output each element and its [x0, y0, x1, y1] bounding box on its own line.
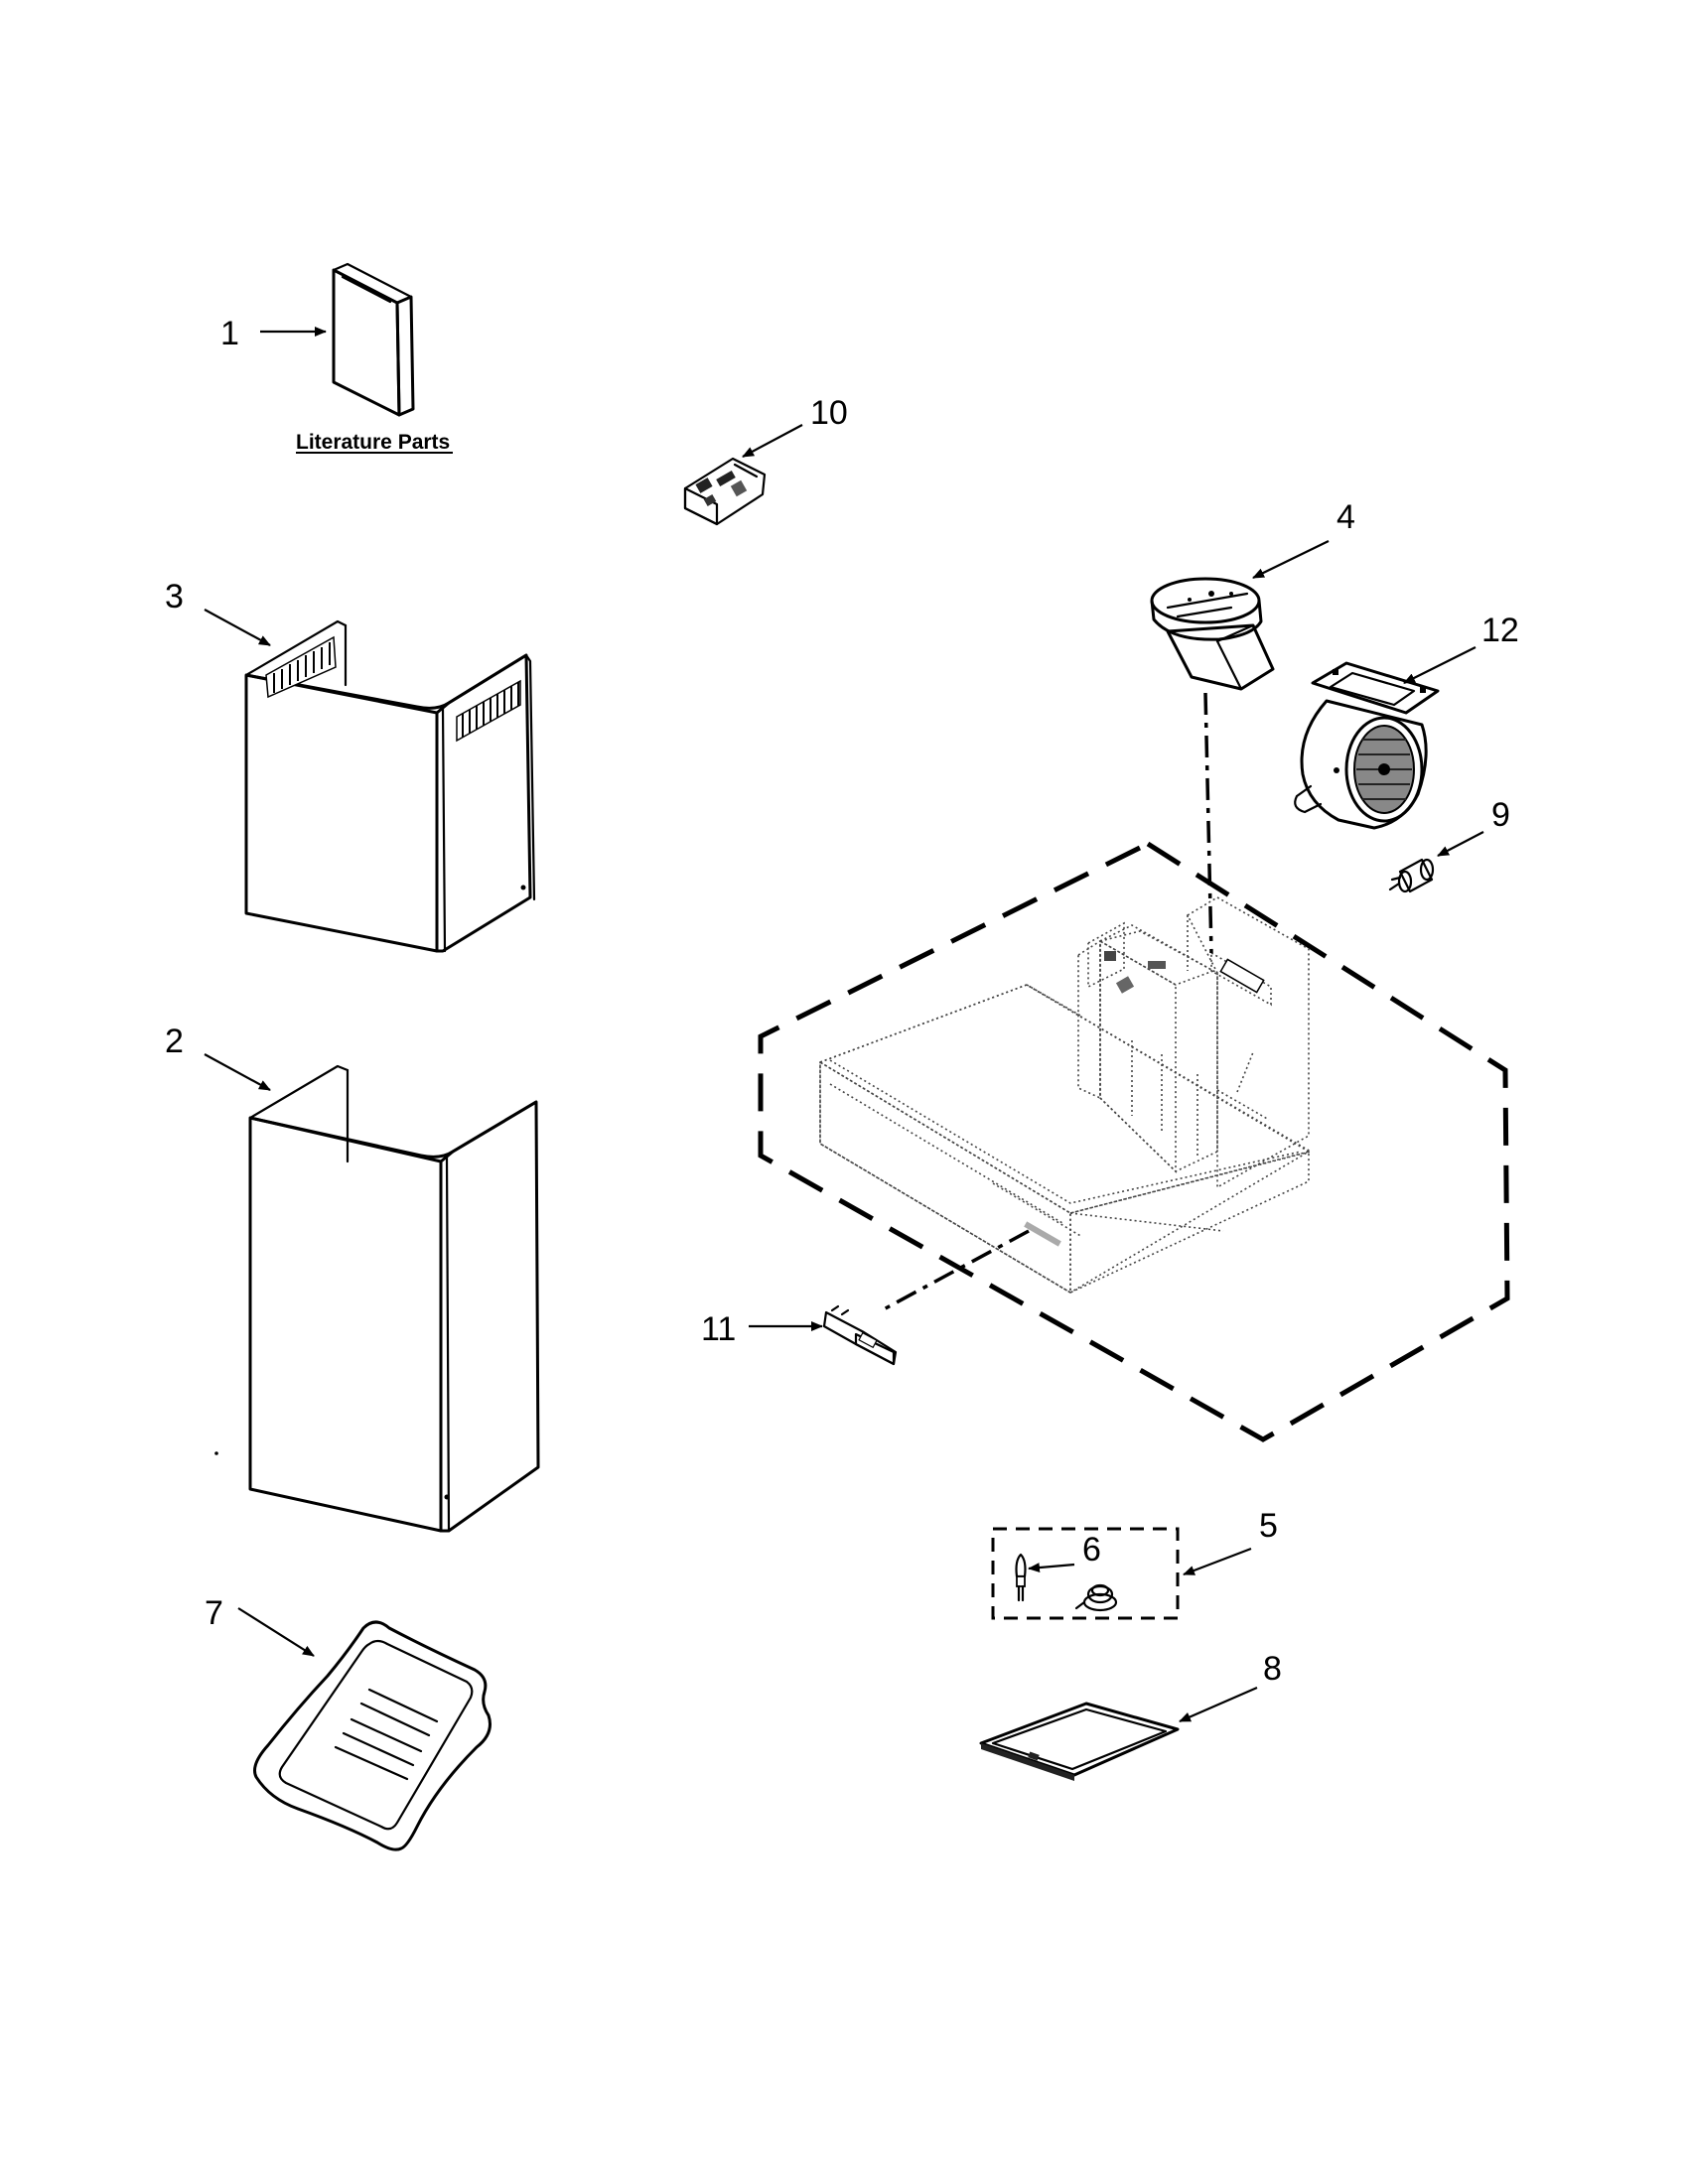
- leader-2: [204, 1053, 271, 1091]
- part-5-light-kit[interactable]: [991, 1527, 1180, 1620]
- connector-4-to-hood: [1203, 692, 1213, 954]
- callout-4: 4: [1336, 498, 1355, 536]
- leader-9: [1437, 831, 1484, 857]
- svg-text:Literature Parts: Literature Parts: [296, 431, 450, 454]
- hood-canopy: [818, 984, 1314, 1295]
- callout-8: 8: [1263, 1650, 1282, 1688]
- part-9-capacitor[interactable]: [1388, 858, 1435, 893]
- part-7-instruction-sheet[interactable]: [253, 1620, 492, 1851]
- part-1-literature-book[interactable]: [332, 262, 415, 417]
- callout-11: 11: [701, 1310, 736, 1348]
- part-4-damper[interactable]: [1150, 577, 1275, 691]
- part-2-lower-chimney[interactable]: [214, 1064, 540, 1533]
- leader-6: [1028, 1563, 1075, 1573]
- callout-10: 10: [810, 394, 848, 432]
- callout-12: 12: [1481, 612, 1519, 649]
- part-3-upper-chimney[interactable]: [244, 619, 536, 953]
- leader-3: [204, 609, 271, 646]
- vent-grille-side: [456, 679, 521, 743]
- callout-9: 9: [1491, 796, 1510, 834]
- part-6-halogen-bulb[interactable]: [1015, 1553, 1027, 1602]
- part-10-control-board[interactable]: [683, 457, 767, 526]
- vent-grille-back: [265, 635, 337, 699]
- leader-4: [1252, 540, 1330, 579]
- leader-5: [1183, 1547, 1252, 1576]
- connector-11-to-hood: [881, 1229, 1030, 1312]
- leader-7: [237, 1607, 315, 1657]
- callout-7: 7: [205, 1594, 223, 1632]
- main-hood-assembly[interactable]: [758, 841, 1510, 1442]
- callout-5: 5: [1259, 1507, 1278, 1545]
- leader-12: [1403, 646, 1477, 684]
- callout-1: 1: [220, 315, 239, 352]
- callout-2: 2: [165, 1023, 184, 1060]
- leader-10: [742, 424, 803, 458]
- callout-6: 6: [1082, 1531, 1101, 1569]
- leader-8: [1179, 1686, 1258, 1723]
- hood-tower: [1077, 896, 1310, 1189]
- part-11-switch[interactable]: [822, 1304, 898, 1366]
- callout-3: 3: [165, 578, 184, 615]
- part-8-grease-filter[interactable]: [979, 1702, 1180, 1781]
- part-12-blower[interactable]: [1294, 661, 1440, 830]
- lamp-holder: [1074, 1583, 1118, 1612]
- literature-parts-link[interactable]: Literature Parts: [296, 431, 453, 454]
